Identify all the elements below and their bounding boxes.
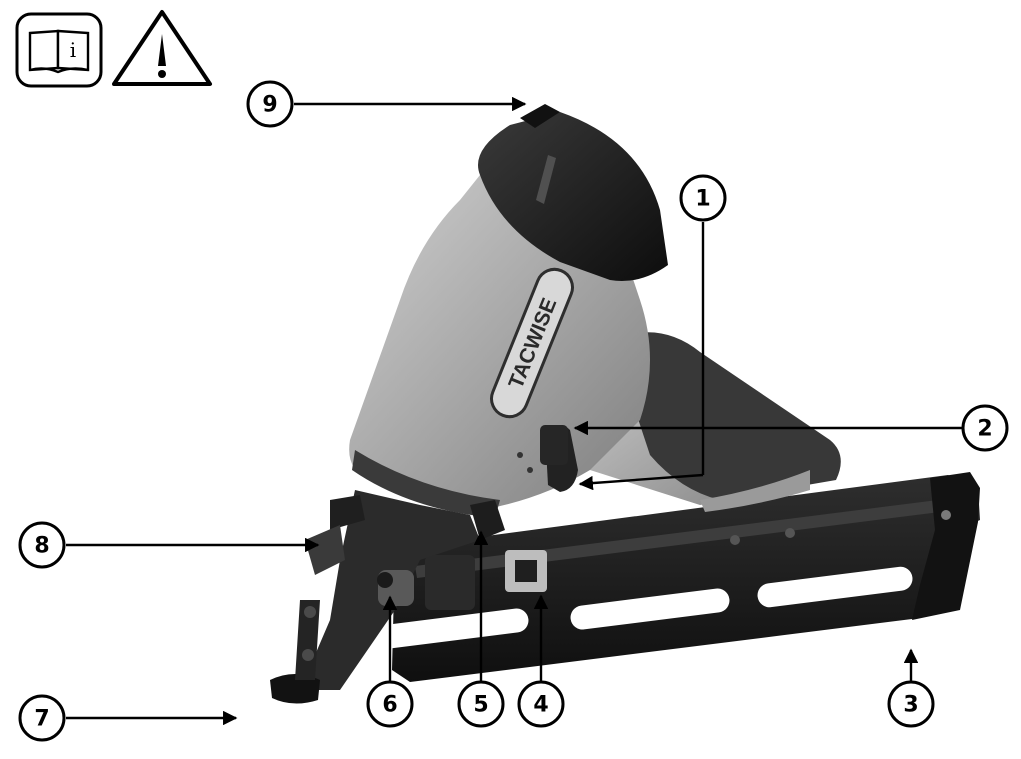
callout-3: 3 — [887, 680, 935, 728]
callout-4: 4 — [517, 680, 565, 728]
callout-number: 9 — [262, 93, 277, 118]
callout-number: 2 — [977, 417, 992, 442]
callout-number: 6 — [382, 693, 397, 718]
callout-5: 5 — [457, 680, 505, 728]
callout-8: 8 — [18, 521, 66, 569]
leader-lines — [66, 96, 962, 726]
callout-1: 1 — [679, 174, 727, 222]
warning-exclamation-icon — [112, 10, 212, 86]
callout-2: 2 — [961, 404, 1009, 452]
callout-number: 1 — [695, 187, 710, 212]
callout-9: 9 — [246, 80, 294, 128]
callout-number: 7 — [34, 707, 49, 732]
callout-6: 6 — [366, 680, 414, 728]
manual-info-icon: i — [15, 12, 103, 88]
callout-number: 4 — [533, 693, 548, 718]
top-cap — [478, 104, 668, 281]
svg-text:i: i — [70, 38, 76, 62]
magazine — [369, 472, 980, 682]
leader-1b — [578, 473, 704, 491]
callout-7: 7 — [18, 694, 66, 742]
callout-number: 3 — [903, 693, 918, 718]
callout-number: 8 — [34, 534, 49, 559]
trigger-assembly — [517, 425, 578, 492]
nailer-illustration: TACWISE — [270, 104, 980, 704]
callout-number: 5 — [473, 693, 488, 718]
